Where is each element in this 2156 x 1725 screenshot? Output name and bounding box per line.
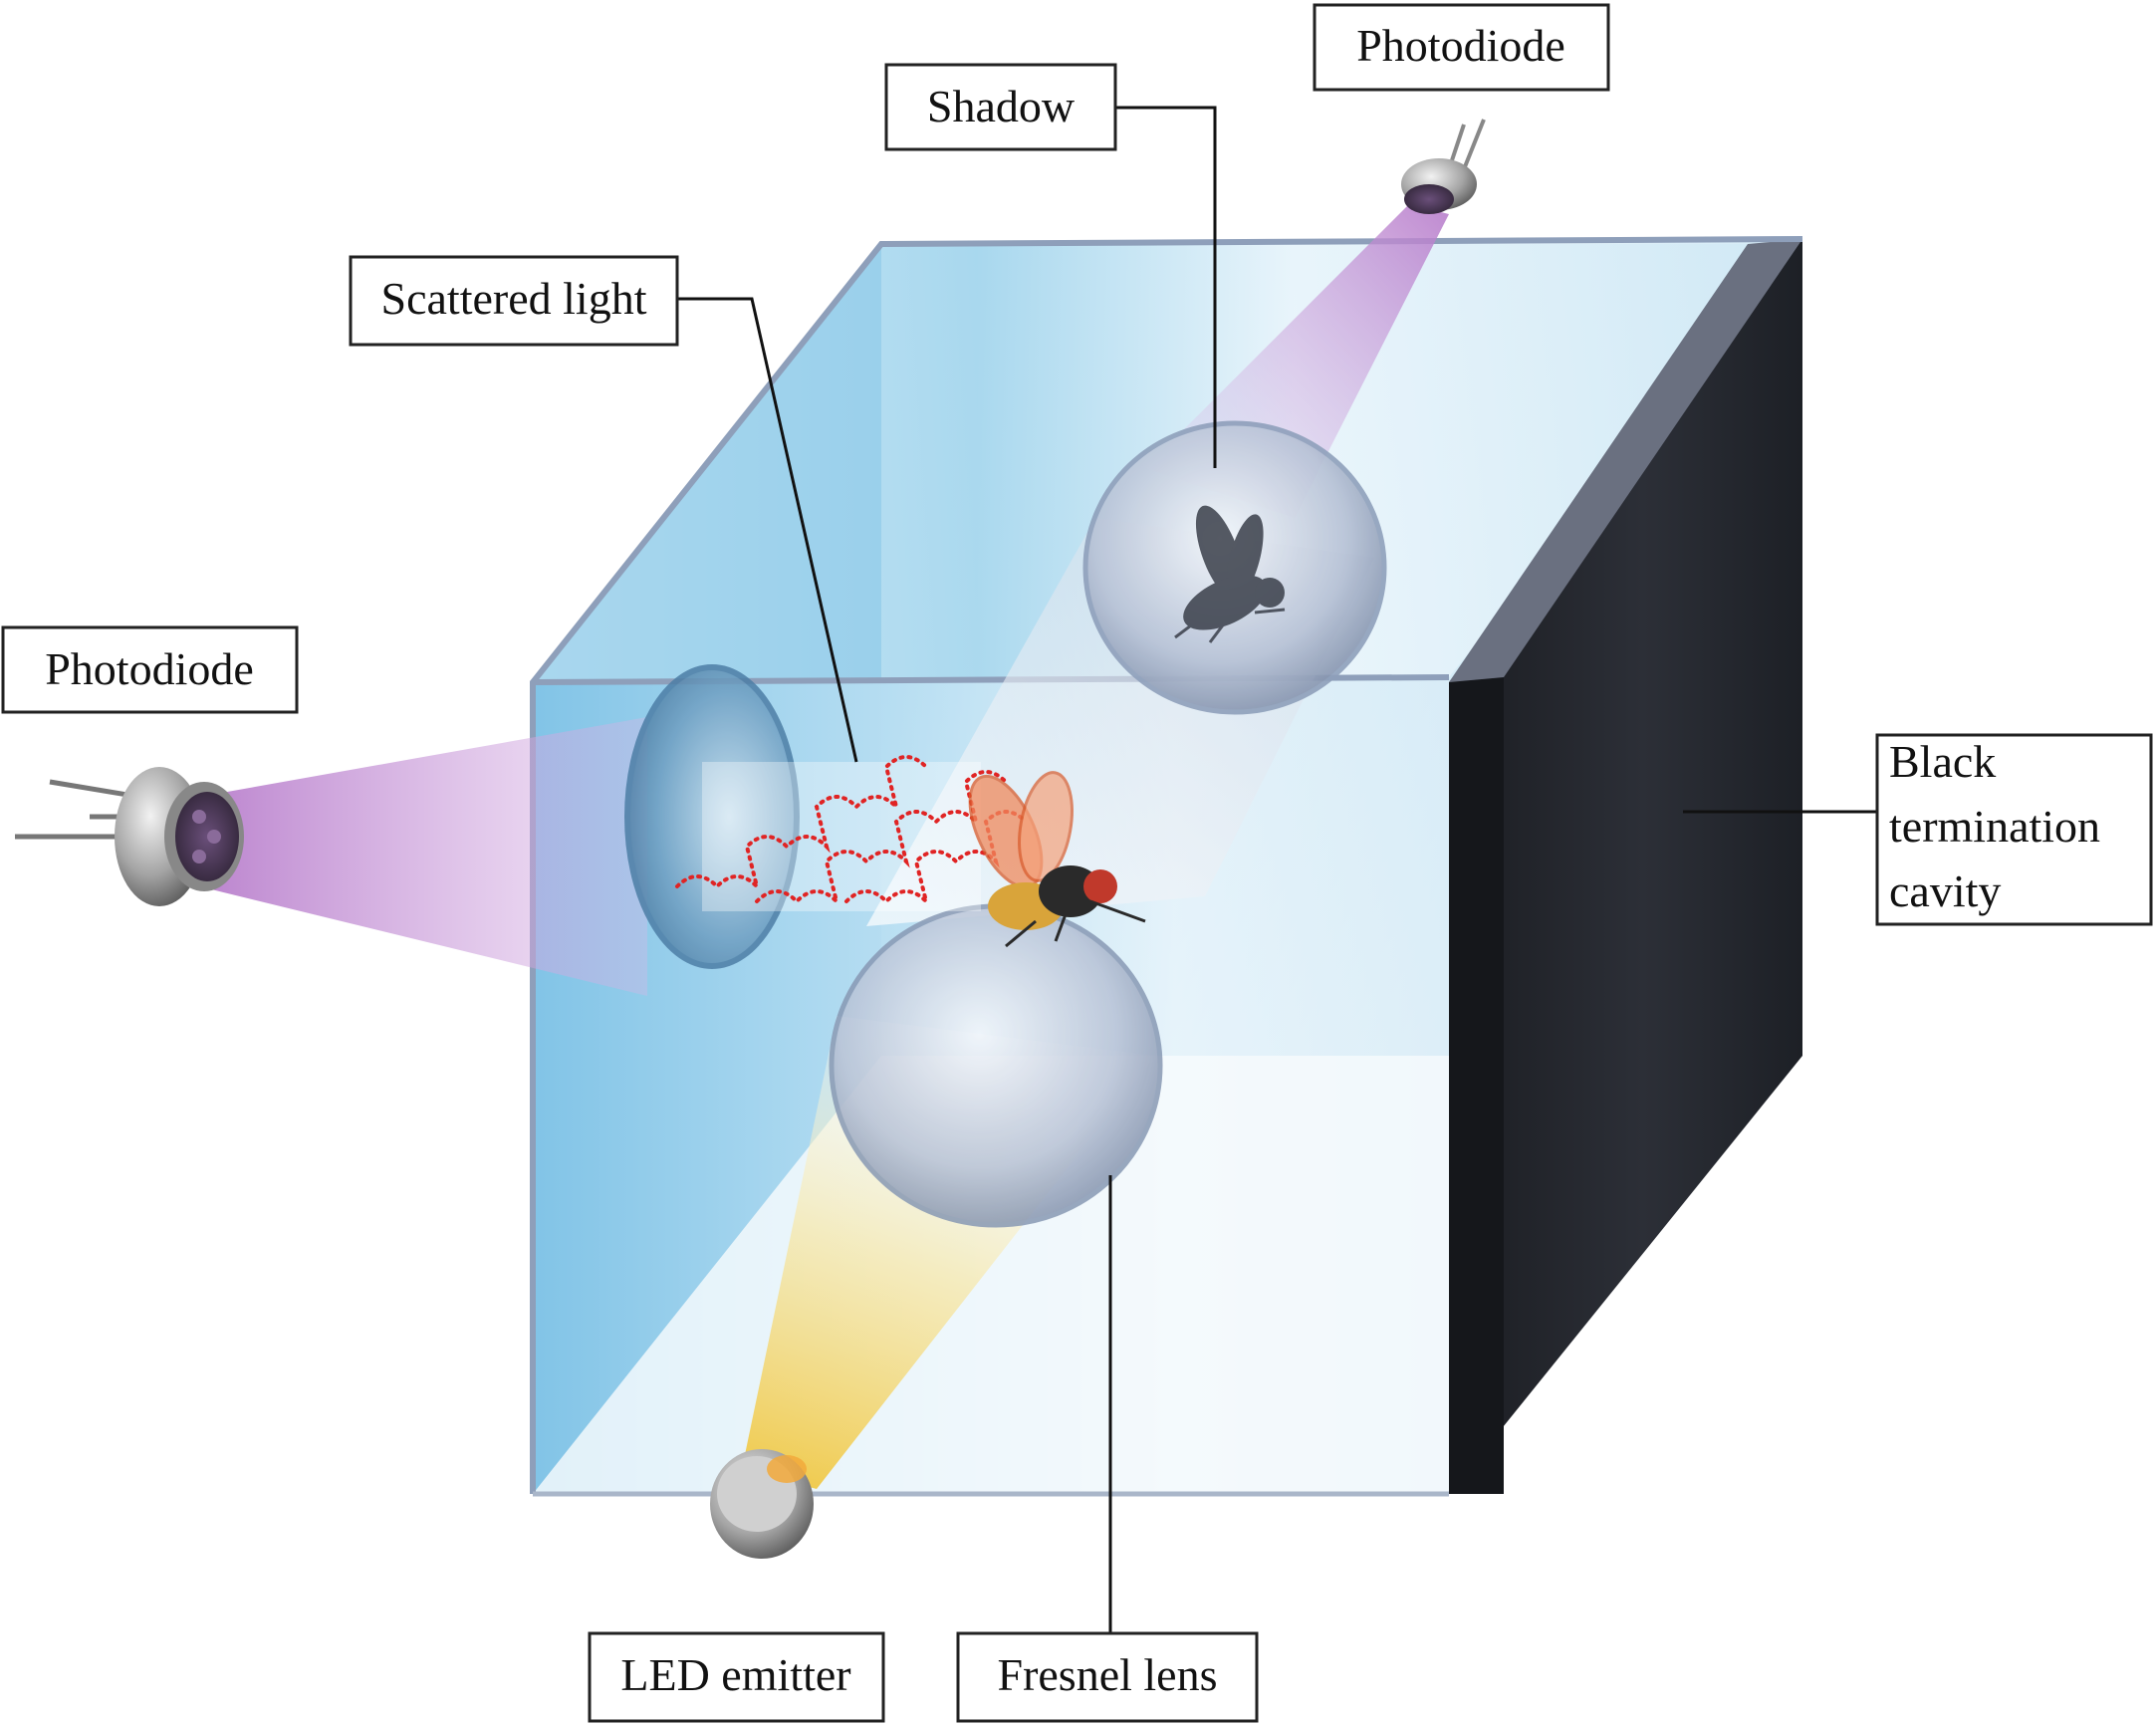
scattered-light-waves [675,755,1028,911]
label-scattered-light-text: Scattered light [381,273,647,324]
fly [968,771,1146,948]
lenses [624,420,1387,1228]
scatter-wave-3 [844,810,1028,908]
label-photodiode-left-text: Photodiode [45,643,254,694]
label-photodiode-top-text: Photodiode [1356,20,1565,71]
label-fresnel-lens: Fresnel lens [956,1631,1259,1723]
black-termination-cavity [1449,239,1802,1494]
shadow-leader [1115,106,1217,468]
photodiode-left-device [15,767,244,906]
label-photodiode-top: Photodiode [1313,3,1610,92]
label-scattered-light: Scattered light [349,255,679,347]
label-led-emitter-text: LED emitter [620,1649,850,1700]
fly-wing-right [1018,771,1074,882]
fly-head [1083,869,1117,903]
leader-lines [677,106,1877,1633]
black-cavity-edge [1449,677,1504,1494]
label-black-termination-line3: cavity [1889,865,2001,916]
box-edges [530,236,1803,1494]
label-black-termination-cavity: Black termination cavity [1875,733,2153,926]
black-cavity-rim [1449,239,1802,682]
label-shadow: Shadow [884,63,1117,151]
left-photodiode-beam [199,717,647,996]
label-shadow-text: Shadow [927,81,1076,131]
label-photodiode-left: Photodiode [1,625,299,714]
label-black-termination-line2: termination [1889,801,2100,852]
fly-shadow [1174,505,1286,643]
scattered-light-leader [677,297,858,763]
label-led-emitter: LED emitter [588,1631,885,1723]
photodiode-top-device [1401,119,1486,214]
led-emitter-device [710,1449,814,1559]
scatter-wave-1 [675,755,928,893]
label-fresnel-lens-text: Fresnel lens [997,1649,1217,1700]
label-black-termination-line1: Black [1889,736,1996,787]
left-fresnel-lens [624,664,800,969]
